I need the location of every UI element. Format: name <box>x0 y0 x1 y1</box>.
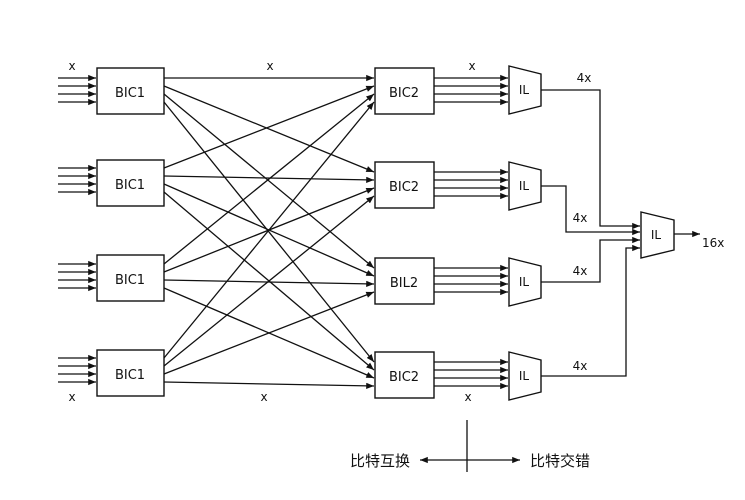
stage2-block-label: BIC2 <box>389 180 419 195</box>
stage2-block-label: BIC2 <box>389 370 419 385</box>
final-interleaver: IL <box>640 211 675 259</box>
x-label-mid-top: x <box>266 59 273 73</box>
x-label-input-bottom: x <box>68 390 75 404</box>
interleaver-2: IL <box>508 161 542 211</box>
stage2-to-interleaver-lines <box>434 74 508 390</box>
interleaver-label: IL <box>519 369 530 383</box>
input-lines <box>58 74 96 386</box>
stage1-block-label: BIC1 <box>115 178 145 193</box>
four-x-label: 4x <box>577 71 592 85</box>
stage1-block-label: BIC1 <box>115 86 145 101</box>
x-label-mid-bottom: x <box>260 390 267 404</box>
interleaver-to-final-lines <box>541 89 700 377</box>
output-label: 16x <box>702 236 724 250</box>
interleaver-label: IL <box>519 275 530 289</box>
legend: 比特互换 比特交错 <box>350 420 590 472</box>
interleaver-1: IL <box>508 65 542 115</box>
stage1-block-2: BIC1 <box>96 159 165 207</box>
stage1-block-label: BIC1 <box>115 368 145 383</box>
stage1-block-4: BIC1 <box>96 349 165 397</box>
stage2-block-label: BIL2 <box>390 276 418 291</box>
x-label-out-top: x <box>468 59 475 73</box>
interleaver-4: IL <box>508 351 542 401</box>
legend-bit-swap: 比特互换 <box>350 452 410 470</box>
stage1-block-label: BIC1 <box>115 273 145 288</box>
stage2-block-4: BIC2 <box>374 351 435 399</box>
stage2-block-1: BIC2 <box>374 67 435 115</box>
final-interleaver-label: IL <box>651 228 662 242</box>
four-x-label: 4x <box>573 211 588 225</box>
interleaver-3: IL <box>508 257 542 307</box>
x-label-out-bottom: x <box>464 390 471 404</box>
legend-bit-interleave: 比特交错 <box>530 452 590 470</box>
stage2-block-2: BIC2 <box>374 161 435 209</box>
four-x-label: 4x <box>573 359 588 373</box>
stage1-block-1: BIC1 <box>96 67 165 115</box>
x-label-input-top: x <box>68 59 75 73</box>
stage2-block-3: BIL2 <box>374 257 435 305</box>
stage2-block-label: BIC2 <box>389 86 419 101</box>
four-x-label: 4x <box>573 264 588 278</box>
interleaver-label: IL <box>519 83 530 97</box>
crossbar-interconnect <box>163 74 375 389</box>
interleaver-label: IL <box>519 179 530 193</box>
stage1-block-3: BIC1 <box>96 254 165 302</box>
